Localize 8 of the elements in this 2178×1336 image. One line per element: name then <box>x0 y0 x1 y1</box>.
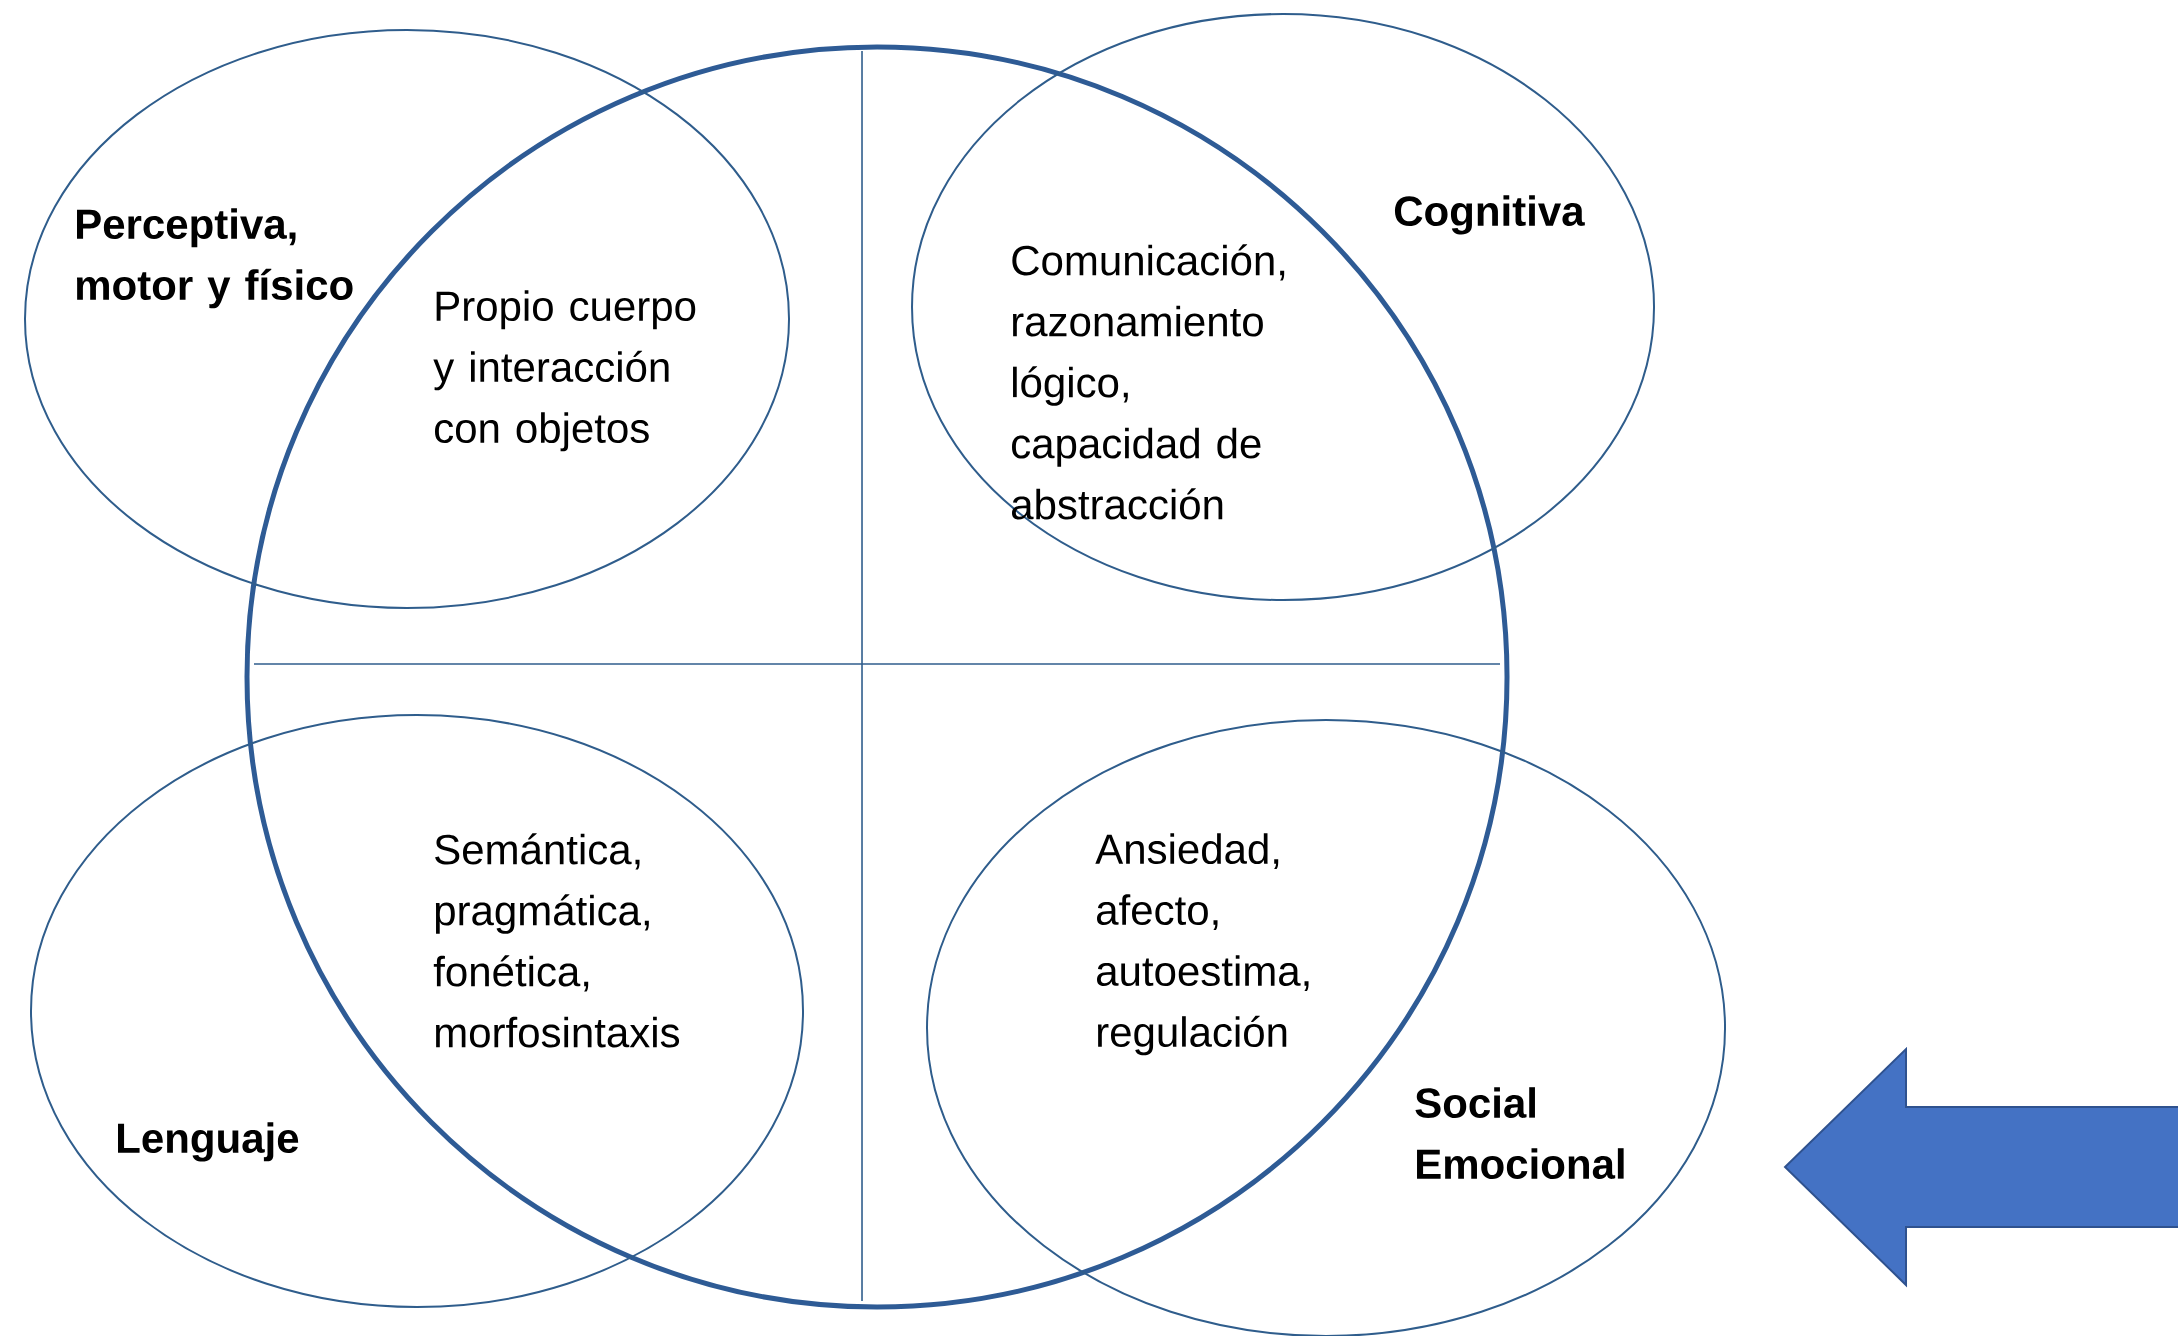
description-text: Semántica, pragmática, fonética, morfosintaxis <box>433 833 680 1048</box>
description-text: Propio cuerpo y interacción con objetos <box>433 290 696 452</box>
category-label: Perceptiva, motor y físico <box>77 208 353 309</box>
category-label: Lenguaje <box>118 1122 299 1162</box>
category-label: Social Emocional <box>1415 1087 1624 1180</box>
description-text: Comunicación, razonamiento lógico, capacidad de abstracción <box>1012 244 1285 520</box>
category-label: Cognitiva <box>1394 195 1585 235</box>
description-text: Ansiedad, afecto, autoestima, regulación <box>1095 833 1309 1056</box>
